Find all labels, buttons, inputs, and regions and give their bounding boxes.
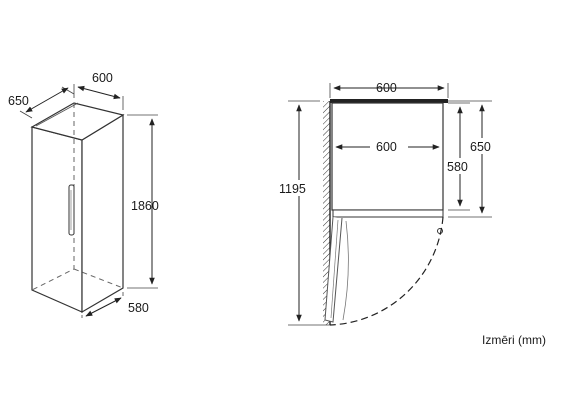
dim-label-body-depth: 580 [447,160,468,174]
units-label: Izmēri (mm) [482,333,546,347]
dim-label-inner-width: 600 [376,140,397,154]
fridge-top-bar [330,99,448,103]
fridge-door-closed [332,209,444,218]
dim-label-height: 1860 [131,199,159,213]
dim-line-width [77,85,121,100]
dim-label-total-depth: 650 [470,140,491,154]
dim-label-depth: 650 [8,94,29,108]
door-swing-arc [329,216,444,326]
dim-label-top-width: 600 [376,81,397,95]
dim-line-depth [25,87,69,113]
dim-label-base: 580 [128,301,149,315]
fridge-side-face [81,113,124,314]
fridge-handle [68,184,75,236]
dim-line-base [85,297,122,317]
fridge-isometric-view: 650 600 1860 580 [8,71,159,318]
fridge-body-outline [331,102,444,211]
dim-label-width: 600 [92,71,113,85]
dim-label-total-height: 1195 [279,182,306,196]
wall-hatch [323,101,330,325]
fridge-plan-view: 600 600 1195 580 650 [277,81,496,326]
fridge-door-open [324,216,343,323]
